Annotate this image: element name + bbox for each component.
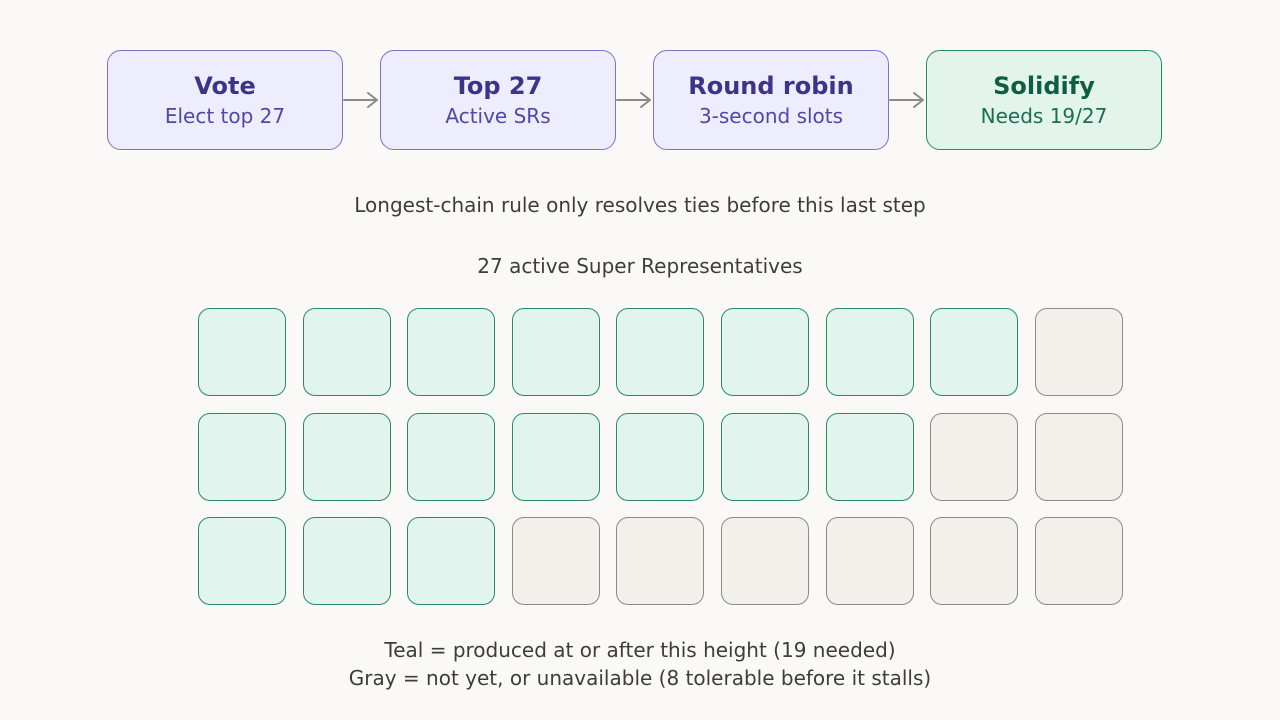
sr-cell-produced xyxy=(616,308,705,396)
legend-gray: Gray = not yet, or unavailable (8 tolera… xyxy=(348,666,932,690)
sr-cell-pending xyxy=(930,412,1019,501)
sr-cell-pending xyxy=(1034,412,1123,501)
sr-cell-produced xyxy=(616,412,705,501)
step-subtitle: 3-second slots xyxy=(698,103,844,128)
sr-cell-pending xyxy=(825,517,914,606)
step-subtitle: Needs 19/27 xyxy=(980,103,1108,128)
sr-cell-pending xyxy=(720,517,809,606)
sr-cell-pending xyxy=(616,517,705,606)
sr-cell-produced xyxy=(825,308,914,396)
sr-cell-produced xyxy=(302,308,391,396)
longest-chain-note: Longest-chain rule only resolves ties be… xyxy=(354,193,926,217)
grid-title: 27 active Super Representatives xyxy=(477,254,803,278)
step-vote: Vote Elect top 27 xyxy=(107,50,343,150)
sr-cell-produced xyxy=(825,412,914,501)
sr-cell-produced xyxy=(720,308,809,396)
legend: Teal = produced at or after this height … xyxy=(0,636,1280,692)
step-solidify: Solidify Needs 19/27 xyxy=(926,50,1162,150)
step-title: Top 27 xyxy=(453,71,543,100)
arrow-icon xyxy=(343,92,378,108)
legend-teal: Teal = produced at or after this height … xyxy=(384,638,896,662)
arrow-icon xyxy=(616,92,651,108)
sr-cell-pending xyxy=(1034,308,1123,396)
sr-cell-produced xyxy=(407,412,496,501)
sr-cell-produced xyxy=(302,517,391,606)
sr-cell-pending xyxy=(1034,517,1123,606)
sr-cell-produced xyxy=(407,308,496,396)
sr-cell-produced xyxy=(302,412,391,501)
step-top-27: Top 27 Active SRs xyxy=(380,50,616,150)
sr-cell-produced xyxy=(198,517,286,606)
step-title: Vote xyxy=(194,71,256,100)
sr-cell-produced xyxy=(511,412,600,501)
sr-cell-produced xyxy=(407,517,496,606)
sr-cell-produced xyxy=(198,308,286,396)
sr-grid xyxy=(198,308,1123,606)
sr-cell-produced xyxy=(198,412,286,501)
step-subtitle: Elect top 27 xyxy=(164,103,286,128)
sr-cell-pending xyxy=(930,517,1019,606)
sr-cell-produced xyxy=(720,412,809,501)
step-title: Solidify xyxy=(993,71,1095,100)
sr-cell-pending xyxy=(511,517,600,606)
arrow-icon xyxy=(889,92,924,108)
sr-cell-produced xyxy=(930,308,1019,396)
step-title: Round robin xyxy=(688,71,854,100)
sr-cell-produced xyxy=(511,308,600,396)
step-subtitle: Active SRs xyxy=(445,103,551,128)
step-round-robin: Round robin 3-second slots xyxy=(653,50,889,150)
